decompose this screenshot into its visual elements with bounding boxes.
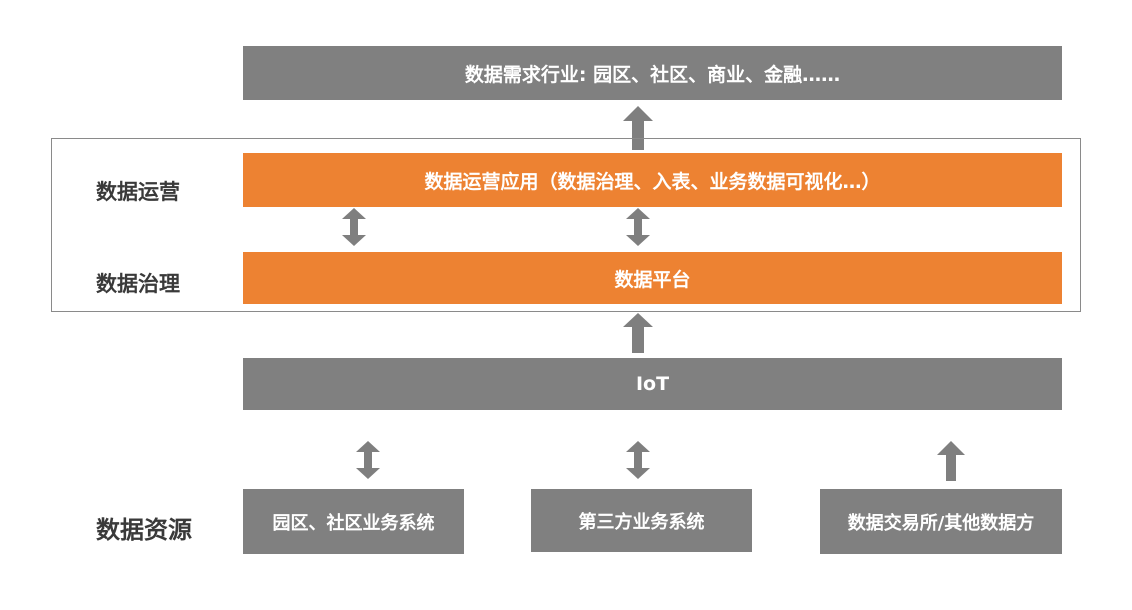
iot-label: IoT <box>635 373 670 395</box>
data-platform-label: 数据平台 <box>614 268 691 291</box>
double-arrow-icon <box>626 208 650 246</box>
iot-bar: IoT <box>243 358 1062 410</box>
side-label-sources: 数据资源 <box>96 516 192 544</box>
source-label: 数据交易所/其他数据方 <box>847 512 1035 534</box>
source-box-park-community: 园区、社区业务系统 <box>243 489 464 554</box>
source-label: 园区、社区业务系统 <box>272 512 435 534</box>
source-box-third-party: 第三方业务系统 <box>531 489 752 552</box>
up-arrow-icon <box>623 106 653 150</box>
data-operation-app-bar: 数据运营应用（数据治理、入表、业务数据可视化…） <box>243 153 1062 207</box>
demand-industries-label: 数据需求行业: 园区、社区、商业、金融…… <box>464 63 841 86</box>
side-label-governance: 数据治理 <box>96 272 180 296</box>
demand-industries-bar: 数据需求行业: 园区、社区、商业、金融…… <box>243 46 1062 100</box>
operation-governance-frame <box>51 138 1081 312</box>
data-platform-bar: 数据平台 <box>243 252 1062 304</box>
double-arrow-icon <box>356 441 380 479</box>
double-arrow-icon <box>342 208 366 246</box>
up-arrow-icon <box>937 441 965 481</box>
double-arrow-icon <box>626 441 650 479</box>
source-box-data-exchange: 数据交易所/其他数据方 <box>820 489 1062 554</box>
up-arrow-icon <box>623 313 653 353</box>
data-operation-app-label: 数据运营应用（数据治理、入表、业务数据可视化…） <box>424 170 881 193</box>
source-label: 第三方业务系统 <box>578 511 705 533</box>
side-label-operation: 数据运营 <box>96 180 180 204</box>
